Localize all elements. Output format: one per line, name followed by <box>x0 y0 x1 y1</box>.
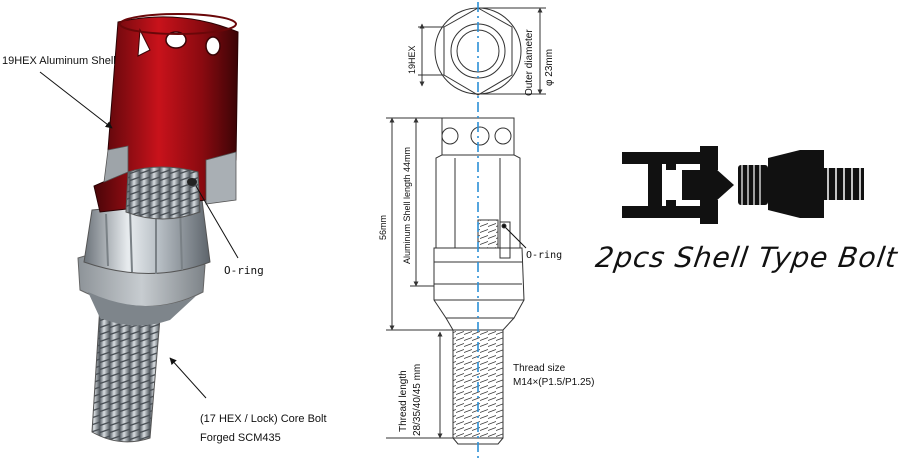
logo-bolt-icon <box>738 150 864 218</box>
logo-arrow-icon <box>682 160 734 210</box>
oring-render <box>187 178 197 186</box>
label-thread-size-1: Thread size <box>513 363 566 374</box>
label-oring-right: O-ring <box>526 250 562 261</box>
shell-bolt-logo: 2pcs Shell Type Bolt <box>593 146 900 274</box>
callout-oring-left-label: O-ring <box>224 264 264 277</box>
callout-core-bolt: (17 HEX / Lock) Core Bolt Forged SCM435 <box>169 357 327 444</box>
label-thread-length-2: 28/35/40/45 mm <box>412 364 423 436</box>
logo-caption: 2pcs Shell Type Bolt <box>593 241 899 274</box>
core-bolt-head <box>125 166 201 220</box>
label-outer-diameter-1: Outer diameter <box>524 29 535 96</box>
label-overall-length: 56mm <box>378 215 388 240</box>
label-19hex: 19HEX <box>407 45 417 74</box>
core-bolt-thread <box>91 304 161 443</box>
logo-shell-icon <box>622 146 718 224</box>
label-shell-length: Aluminum Shell length 44mm <box>402 147 412 264</box>
label-outer-diameter-2: φ 23mm <box>544 49 555 86</box>
bolt-render <box>77 13 239 443</box>
label-thread-length-1: Thread length <box>398 370 409 432</box>
callout-core-line2: Forged SCM435 <box>200 432 281 444</box>
callout-oring-left: O-ring <box>195 185 264 277</box>
callout-core-line1: (17 HEX / Lock) Core Bolt <box>200 413 327 425</box>
aluminum-shell <box>93 16 239 213</box>
callout-shell-label: 19HEX Aluminum Shell <box>2 55 116 67</box>
callout-shell: 19HEX Aluminum Shell <box>2 55 116 129</box>
label-thread-size-2: M14×(P1.5/P1.25) <box>513 377 594 388</box>
core-bolt-hex <box>83 199 211 274</box>
